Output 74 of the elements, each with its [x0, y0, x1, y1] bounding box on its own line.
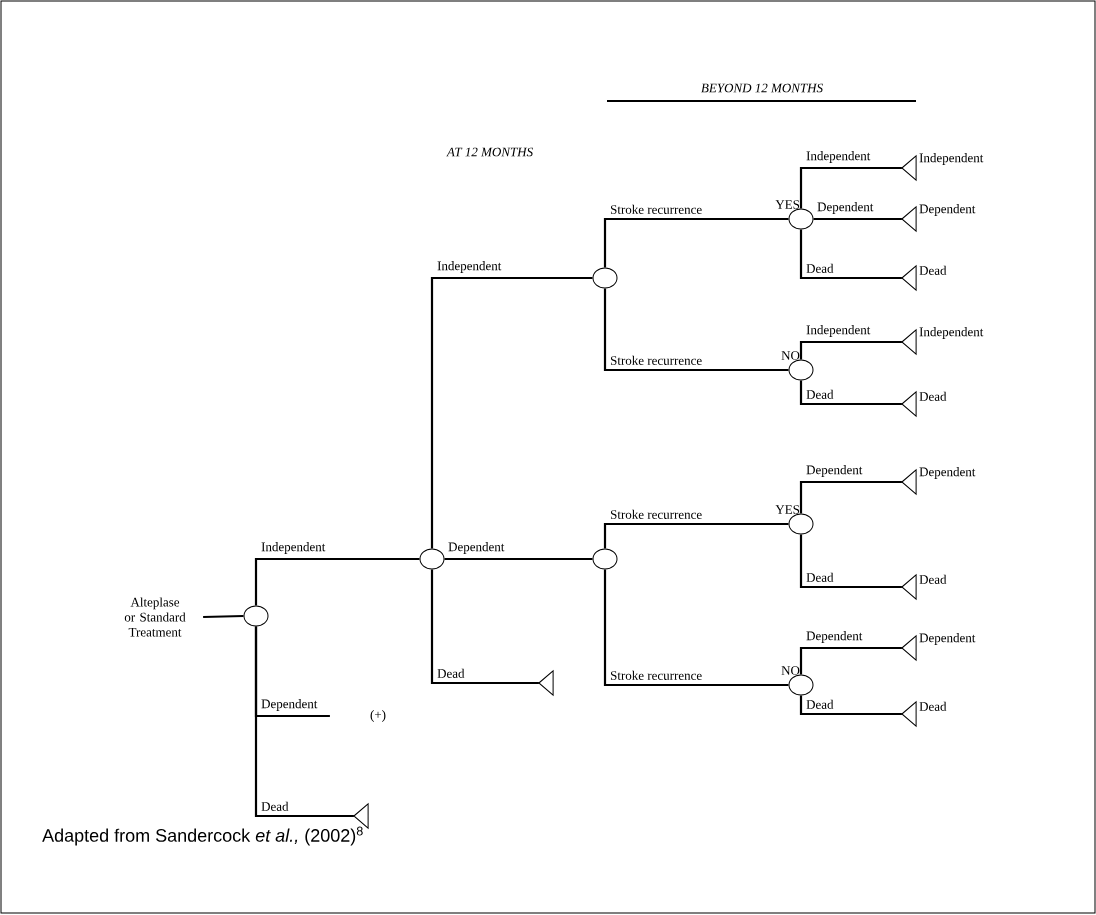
- terminal-triangle: [901, 206, 917, 232]
- chance-node: [243, 605, 269, 627]
- chance-node: [788, 359, 814, 381]
- terminal-triangle: [901, 469, 917, 495]
- decision-text: (+): [370, 710, 386, 722]
- terminal-triangle: [901, 391, 917, 417]
- branch-line: [603, 569, 789, 687]
- branch-line: [799, 229, 902, 280]
- branch-line: [603, 288, 789, 372]
- branch-tag: YES: [775, 200, 800, 209]
- outcome-label: Dependent: [919, 633, 976, 645]
- branch-line: [799, 340, 902, 360]
- edge-label: Dependent: [816, 201, 875, 215]
- edge-label: Stroke recurrence: [609, 354, 704, 366]
- outcome-label: Dead: [919, 574, 947, 584]
- decision-text: Alteplase or Standard Treatment: [124, 597, 186, 637]
- branch-line: [799, 646, 902, 675]
- chance-node: [788, 513, 814, 535]
- chance-node: [419, 548, 445, 570]
- branch-line: [603, 217, 789, 268]
- terminal-triangle: [901, 701, 917, 727]
- edge-label: Dead: [805, 262, 835, 274]
- branch-line: [813, 217, 902, 221]
- branch-line: [799, 380, 902, 406]
- terminal-triangle: [901, 635, 917, 661]
- edge-label: Dependent: [805, 464, 864, 478]
- branch-tag: YES: [775, 505, 800, 514]
- edge-label: Independent: [805, 324, 872, 338]
- edge-label: Dependent: [805, 630, 864, 644]
- edge-label: Stroke recurrence: [609, 203, 704, 215]
- edge-label: Independent: [260, 541, 327, 555]
- branch-line: [430, 569, 539, 685]
- chance-node: [788, 674, 814, 696]
- branch-line: [430, 276, 593, 549]
- outcome-label: Dead: [919, 265, 947, 275]
- edge-label: Independent: [436, 260, 503, 274]
- edge-label: Dead: [805, 388, 835, 400]
- chance-node: [592, 548, 618, 570]
- edge-label: Stroke recurrence: [609, 669, 704, 681]
- branch-line: [799, 480, 902, 514]
- outcome-label: Dependent: [919, 204, 976, 216]
- branch-line: [203, 614, 244, 619]
- outcome-label: Dead: [919, 701, 947, 711]
- branch-line: [603, 522, 789, 549]
- terminal-triangle: [538, 670, 554, 696]
- chance-node: [592, 267, 618, 289]
- chance-node: [788, 208, 814, 230]
- terminal-triangle: [901, 574, 917, 600]
- branch-line: [799, 695, 902, 716]
- outcome-label: Independent: [919, 327, 984, 339]
- branch-tag: NO: [781, 666, 800, 675]
- branch-tag: NO: [781, 351, 800, 360]
- branch-line: [799, 534, 902, 589]
- outcome-label: Dependent: [919, 467, 976, 479]
- caption: Adapted from Sandercock et al., (2002)$^{8}$: [42, 826, 363, 846]
- section-heading: BEYOND 12 MONTHS: [701, 83, 823, 93]
- edge-label: Independent: [805, 150, 872, 164]
- outcome-label: Dead: [919, 391, 947, 401]
- edge-label: Dead: [805, 571, 835, 583]
- edge-label: Dependent: [447, 541, 506, 555]
- terminal-triangle: [901, 155, 917, 181]
- terminal-triangle: [901, 265, 917, 291]
- branch-line: [254, 626, 354, 818]
- edge-label: Stroke recurrence: [609, 508, 704, 520]
- edge-label: Dead: [805, 698, 835, 710]
- edge-label: Dependent: [260, 698, 319, 712]
- outcome-label: Independent: [919, 153, 984, 165]
- section-heading: AT 12 MONTHS: [446, 147, 533, 157]
- branch-line: [254, 557, 420, 606]
- edge-label: Dead: [260, 800, 290, 812]
- branch-line: [799, 166, 902, 209]
- branch-line: [444, 557, 593, 561]
- edge-label: Dead: [436, 667, 466, 679]
- terminal-triangle: [901, 329, 917, 355]
